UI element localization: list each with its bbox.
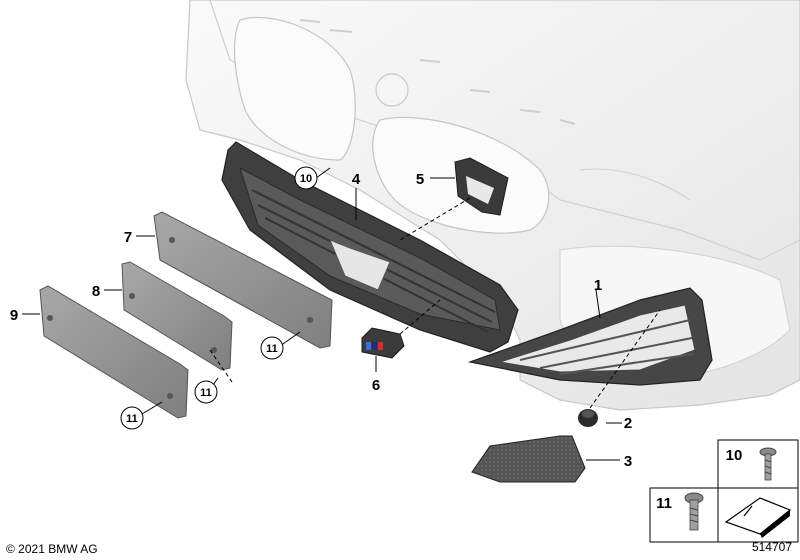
grille-part-4 — [221, 141, 519, 353]
callout-4: 4 — [352, 171, 361, 188]
callout-3: 3 — [624, 453, 632, 470]
fastener-legend: 10 11 — [649, 439, 799, 543]
legend-label-11: 11 — [656, 495, 672, 512]
screw-10-icon — [759, 447, 777, 481]
copyright-text: © 2021 BMW AG — [6, 542, 98, 556]
callout-9: 9 — [10, 307, 18, 324]
callout-7: 7 — [124, 229, 132, 246]
svg-text:11: 11 — [126, 413, 138, 425]
intake-grille-part-1 — [467, 287, 713, 386]
diagram-number: 514707 — [751, 540, 792, 554]
legend-label-10: 10 — [726, 447, 743, 464]
callout-11-circled-c: 11 — [120, 406, 144, 430]
svg-text:10: 10 — [300, 173, 312, 185]
callout-8: 8 — [92, 283, 100, 300]
cover-part-3 — [471, 435, 586, 483]
svg-text:11: 11 — [200, 387, 212, 399]
callout-11-circled-b: 11 — [194, 380, 218, 404]
plate-part-9 — [39, 285, 189, 419]
callout-5: 5 — [416, 171, 424, 188]
leader-lines — [22, 167, 661, 461]
callout-1: 1 — [594, 277, 602, 294]
bracket-part-5 — [454, 157, 509, 216]
plate-part-8 — [121, 261, 233, 371]
callout-11-circled-a: 11 — [260, 336, 284, 360]
plate-part-7 — [153, 211, 333, 349]
callout-2: 2 — [624, 415, 632, 432]
badge-part-6 — [361, 327, 405, 359]
svg-text:11: 11 — [266, 343, 278, 355]
screw-11-icon — [684, 492, 704, 531]
callout-10-circled: 10 — [294, 166, 318, 190]
clip-part-2 — [578, 409, 598, 427]
callout-6: 6 — [372, 377, 380, 394]
wedge-arrow-icon — [724, 497, 792, 538]
